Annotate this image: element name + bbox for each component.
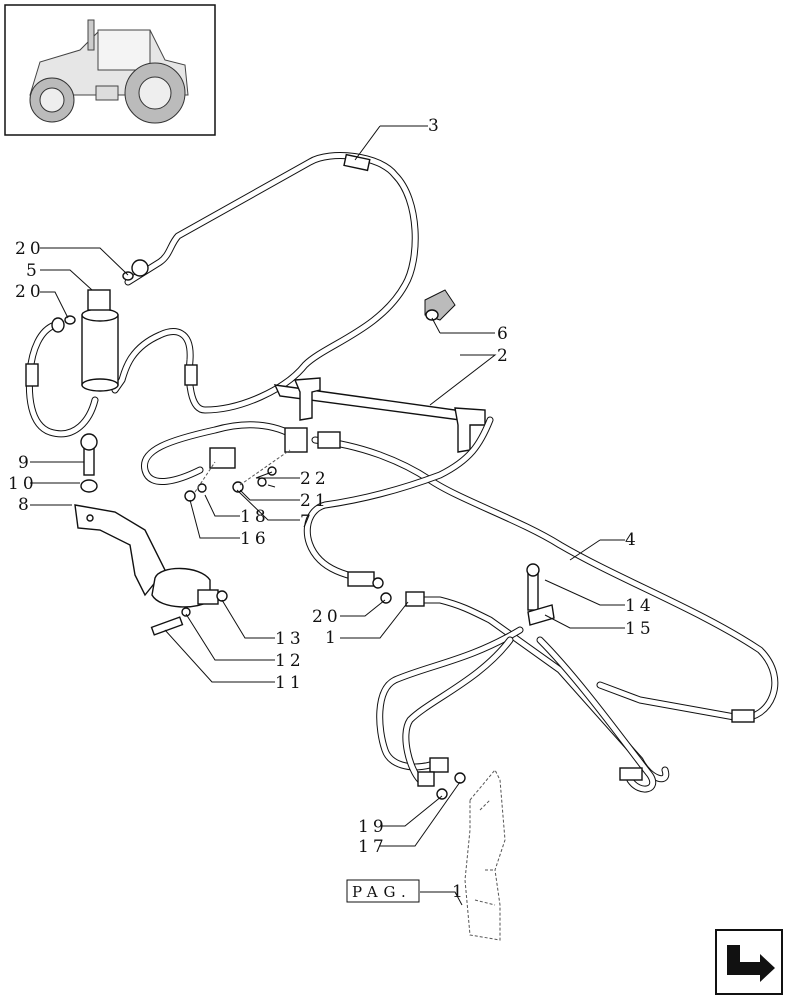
bracket-8 (74, 433, 228, 636)
label-4: 4 (625, 530, 640, 550)
label-6: 6 (497, 324, 512, 344)
hose-1 (380, 591, 670, 783)
clamp-14-15 (526, 563, 555, 626)
pressure-switch (424, 289, 456, 321)
label-14: 14 (625, 596, 655, 616)
hose-left (25, 321, 99, 438)
next-page-arrow-icon[interactable] (715, 929, 783, 995)
bracket-2 (273, 377, 486, 453)
label-12: 12 (275, 651, 305, 671)
page-reference-number: 1 (452, 882, 467, 902)
page-reference: PAG. 1 (346, 879, 467, 903)
label-17: 17 (358, 837, 388, 857)
label-10: 10 (8, 474, 38, 494)
tractor-icon (29, 19, 189, 124)
tractor-thumbnail (4, 4, 216, 136)
label-20-b: 20 (15, 282, 45, 302)
hose-4 (311, 436, 779, 723)
label-3: 3 (428, 116, 443, 136)
hose-3 (111, 152, 419, 414)
leader-lines (30, 125, 625, 906)
label-18: 18 (240, 507, 270, 527)
label-20-c: 20 (312, 607, 342, 627)
label-9: 9 (18, 453, 33, 473)
label-16: 16 (240, 529, 270, 549)
receiver-drier (51, 259, 149, 392)
label-8: 8 (18, 495, 33, 515)
label-2: 2 (497, 346, 512, 366)
label-15: 15 (625, 619, 655, 639)
label-20-a: 20 (15, 239, 45, 259)
label-13: 13 (275, 629, 305, 649)
cab-bracket-ghost (464, 769, 506, 941)
label-1: 1 (325, 628, 340, 648)
hose-lower-loop (376, 626, 656, 800)
page-reference-label: PAG. (352, 883, 412, 901)
label-22: 22 (300, 469, 330, 489)
label-21: 21 (300, 491, 330, 511)
hose-lower-left (141, 421, 341, 486)
small-fittings (184, 449, 291, 502)
label-11: 11 (275, 673, 305, 693)
label-19: 19 (358, 817, 388, 837)
label-7: 7 (300, 512, 315, 532)
hose-middle (303, 416, 494, 589)
label-5: 5 (26, 261, 41, 281)
